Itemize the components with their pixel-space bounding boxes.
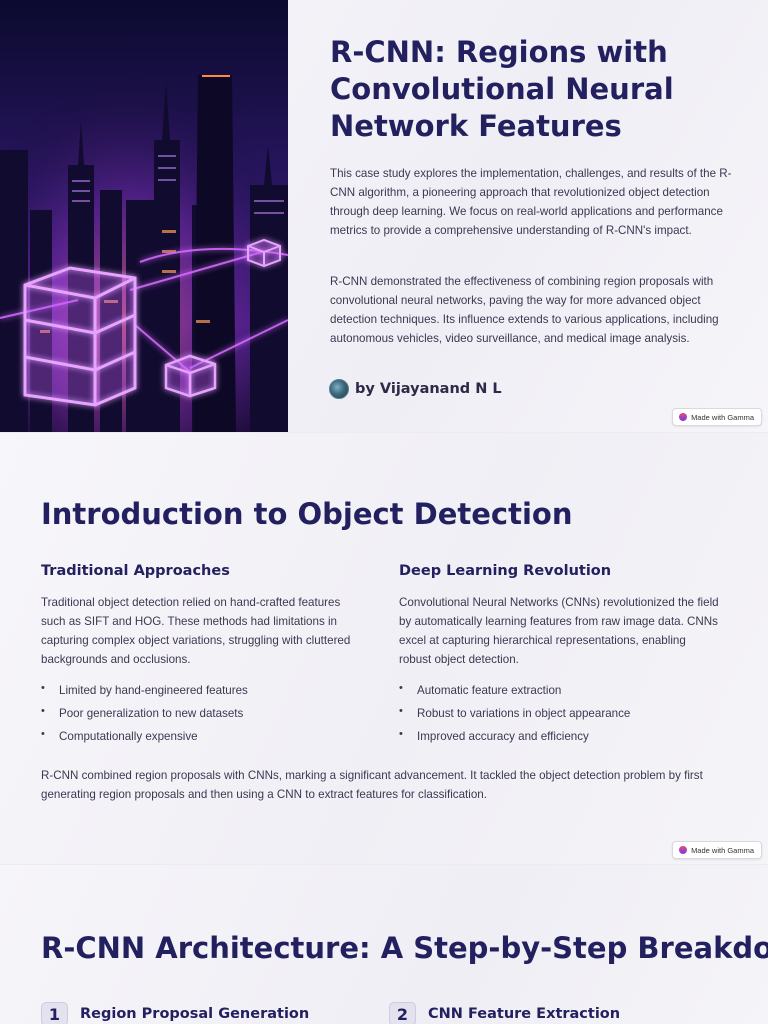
- slide1-impact-paragraph: R-CNN demonstrated the effectiveness of …: [330, 275, 719, 345]
- column-body: Traditional object detection relied on h…: [41, 596, 351, 666]
- slide-title: R-CNN: Regions with Convolutional Neural…: [0, 0, 768, 432]
- bullet-list: Limited by hand-engineered features Poor…: [41, 677, 371, 748]
- slide-introduction: Introduction to Object Detection Traditi…: [0, 432, 768, 864]
- hero-city-image: [0, 0, 288, 432]
- step-title: CNN Feature Extraction: [428, 1006, 621, 1022]
- step-title: Region Proposal Generation: [80, 1006, 310, 1022]
- made-with-gamma-badge[interactable]: Made with Gamma: [672, 408, 762, 426]
- list-item: Limited by hand-engineered features: [41, 677, 371, 702]
- slide2-summary: R-CNN combined region proposals with CNN…: [41, 769, 703, 801]
- slide2-title: Introduction to Object Detection: [41, 497, 573, 531]
- slide1-intro-paragraph: This case study explores the implementat…: [330, 167, 732, 237]
- badge-label: Made with Gamma: [691, 845, 754, 855]
- made-with-gamma-badge[interactable]: Made with Gamma: [672, 841, 762, 859]
- author-name: by Vijayanand N L: [355, 381, 502, 397]
- column-heading: Deep Learning Revolution: [399, 563, 612, 579]
- step-number-badge: 2: [389, 1002, 416, 1024]
- list-item: Automatic feature extraction: [399, 677, 729, 702]
- list-item: Robust to variations in object appearanc…: [399, 700, 729, 725]
- list-item: Computationally expensive: [41, 723, 371, 748]
- author-byline: by Vijayanand N L: [329, 379, 502, 399]
- traditional-approaches-column: Traditional Approaches Traditional objec…: [41, 563, 371, 748]
- step-region-proposal: 1 Region Proposal Generation: [41, 1002, 309, 1024]
- step-number-badge: 1: [41, 1002, 68, 1024]
- list-item: Improved accuracy and efficiency: [399, 723, 729, 748]
- slide-architecture: R-CNN Architecture: A Step-by-Step Break…: [0, 864, 768, 1024]
- badge-label: Made with Gamma: [691, 412, 754, 422]
- bullet-list: Automatic feature extraction Robust to v…: [399, 677, 729, 748]
- slide1-title: R-CNN: Regions with Convolutional Neural…: [330, 35, 674, 143]
- list-item: Poor generalization to new datasets: [41, 700, 371, 725]
- gamma-logo-icon: [679, 846, 688, 854]
- slide3-title: R-CNN Architecture: A Step-by-Step Break…: [41, 931, 768, 965]
- column-body: Convolutional Neural Networks (CNNs) rev…: [399, 596, 719, 666]
- avatar: [329, 379, 349, 399]
- deep-learning-column: Deep Learning Revolution Convolutional N…: [399, 563, 729, 748]
- step-cnn-feature-extraction: 2 CNN Feature Extraction: [389, 1002, 620, 1024]
- column-heading: Traditional Approaches: [41, 563, 230, 579]
- gamma-logo-icon: [679, 413, 688, 421]
